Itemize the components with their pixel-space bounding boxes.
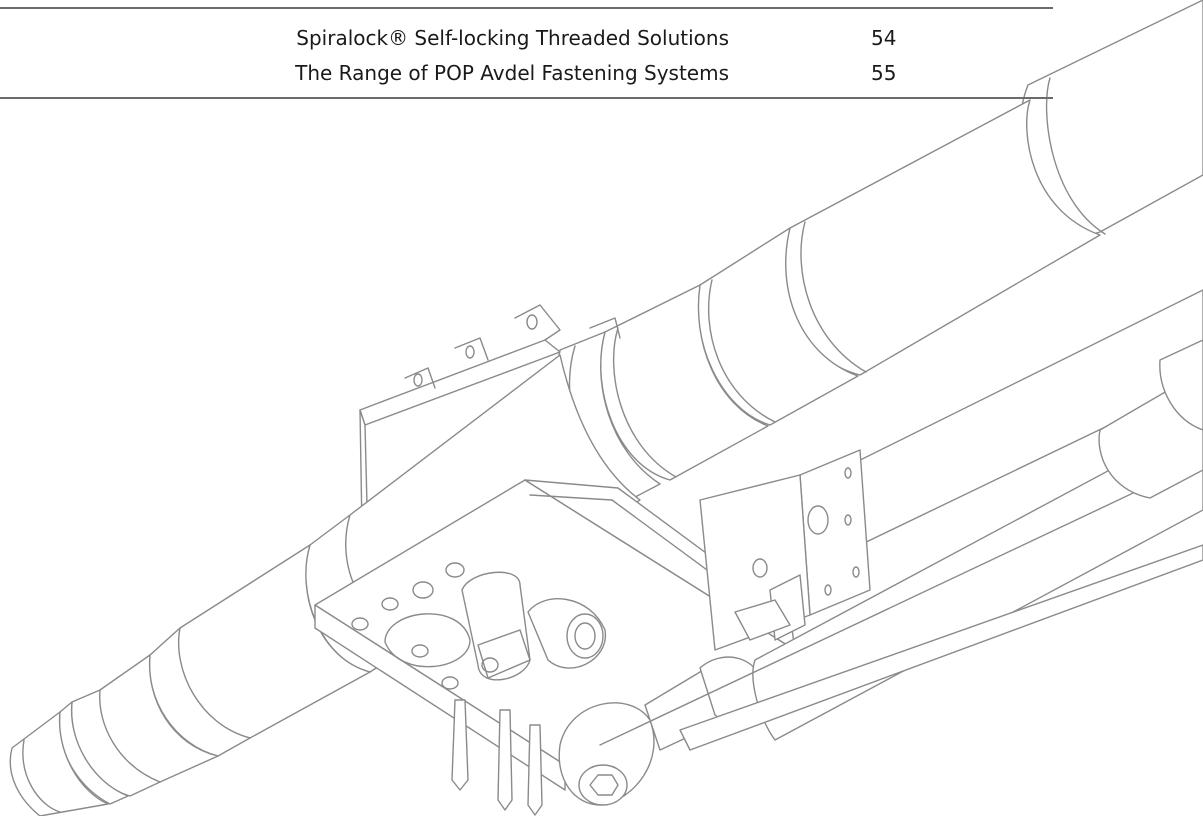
toc-entry-title: Spiralock® Self-locking Threaded Solutio… (296, 26, 729, 50)
toc-entry[interactable]: The Range of POP Avdel Fastening Systems… (0, 53, 1053, 88)
toc-list: Spiralock® Self-locking Threaded Solutio… (0, 18, 1053, 88)
toc-entry-page: 54 (871, 26, 897, 50)
hose-fittings (451, 571, 606, 816)
top-rule (0, 7, 1053, 9)
toc-entry-page: 55 (871, 61, 897, 85)
tool-main-body (556, 0, 1203, 506)
bottom-rule (0, 97, 1053, 99)
rear-actuators (699, 289, 1203, 651)
rod-end-linkage (558, 419, 1203, 806)
toc-entry[interactable]: Spiralock® Self-locking Threaded Solutio… (0, 18, 1053, 53)
toc-entry-title: The Range of POP Avdel Fastening Systems (295, 61, 729, 85)
